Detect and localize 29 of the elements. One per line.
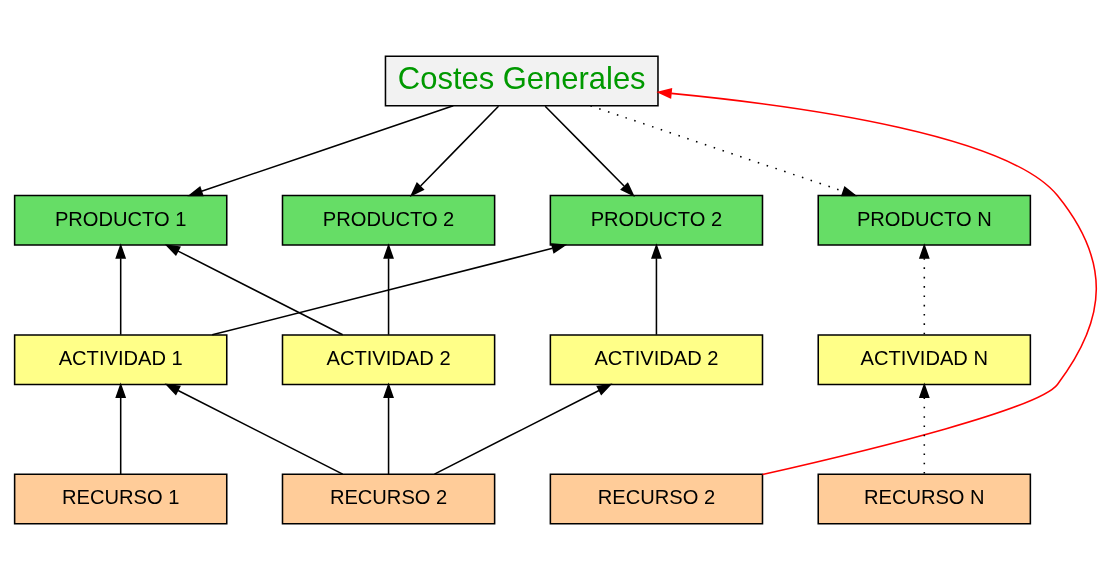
node-box: PRODUCTO 2 [549,194,764,246]
node-box: Costes Generales [384,54,659,106]
arrow [383,382,394,475]
arrow [918,382,930,475]
arrow [115,242,127,335]
node-box: ACTIVIDAD 1 [13,333,228,385]
node-box: RECURSO 2 [281,473,496,525]
node-box: ACTIVIDAD 2 [281,333,496,385]
arrow [187,104,454,196]
arrow [383,242,394,335]
arrow [211,242,568,336]
arrow [433,383,613,475]
node-box: PRODUCTO N [817,194,1032,246]
node-box: RECURSO 1 [13,473,228,525]
arrow [115,382,127,475]
node-box: PRODUCTO 1 [13,194,228,246]
arrow [651,242,662,335]
node-box: RECURSO 2 [549,473,764,525]
arrow [656,87,1098,475]
node-box: RECURSO N [817,473,1032,525]
arrow [164,383,344,475]
arrow [164,243,344,336]
node-box: ACTIVIDAD N [817,333,1032,385]
arrow [918,242,930,335]
arrow [589,104,858,196]
node-box: ACTIVIDAD 2 [549,333,764,385]
arrow [544,104,635,197]
arrow [409,104,500,197]
node-box: PRODUCTO 2 [281,194,496,246]
